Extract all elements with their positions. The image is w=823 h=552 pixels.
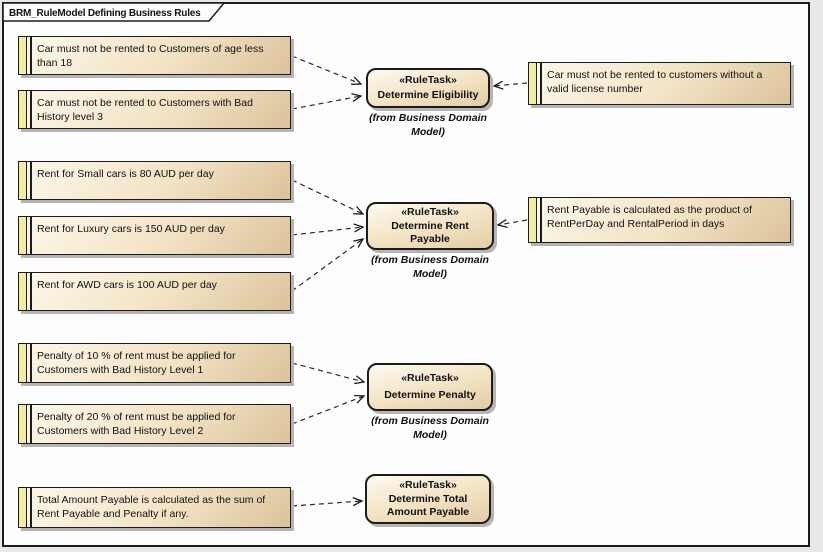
rule-text: Car must not be rented to Customers with…: [37, 97, 253, 123]
stereotype-label: «RuleTask»: [401, 371, 459, 384]
rule-divider-line: [30, 91, 32, 128]
from-package-label: (from Business Domain Model): [369, 112, 487, 138]
rule-text: Penalty of 20 % of rent must be applied …: [37, 411, 236, 437]
rule-note-total-amount[interactable]: Total Amount Payable is calculated as th…: [18, 487, 291, 528]
rule-divider-line: [30, 37, 32, 74]
rule-strip-icon: [19, 273, 27, 310]
rule-note-small-car-rent[interactable]: Rent for Small cars is 80 AUD per day: [18, 161, 291, 200]
rule-strip-icon: [19, 162, 27, 199]
rule-text: Rent for AWD cars is 100 AUD per day: [37, 279, 217, 291]
rule-text: Car must not be rented to customers with…: [547, 69, 763, 95]
rule-divider-line: [30, 162, 32, 199]
rule-note-rent-payable-calc[interactable]: Rent Payable is calculated as the produc…: [528, 197, 791, 243]
rule-note-penalty-20[interactable]: Penalty of 20 % of rent must be applied …: [18, 404, 291, 444]
ruletask-determine-penalty[interactable]: «RuleTask» Determine Penalty: [367, 363, 493, 411]
rule-note-age[interactable]: Car must not be rented to Customers of a…: [18, 36, 291, 75]
task-name: Determine Eligibility: [377, 89, 479, 101]
ruletask-determine-eligibility[interactable]: «RuleTask» Determine Eligibility: [366, 68, 490, 108]
rule-strip-icon: [19, 37, 27, 74]
rule-text: Rent for Small cars is 80 AUD per day: [37, 168, 214, 180]
rule-text: Penalty of 10 % of rent must be applied …: [37, 350, 236, 376]
rule-note-penalty-10[interactable]: Penalty of 10 % of rent must be applied …: [18, 343, 291, 383]
stereotype-label: «RuleTask»: [399, 74, 457, 86]
rule-note-luxury-car-rent[interactable]: Rent for Luxury cars is 150 AUD per day: [18, 216, 291, 255]
rule-strip-icon: [19, 217, 27, 254]
rule-text: Total Amount Payable is calculated as th…: [37, 494, 266, 520]
rule-divider-line: [30, 273, 32, 310]
rule-divider-line: [30, 344, 32, 382]
rule-divider-line: [30, 217, 32, 254]
rule-strip-icon: [529, 198, 537, 242]
task-name: Determine Rent Payable: [391, 219, 469, 245]
rule-text: Rent for Luxury cars is 150 AUD per day: [37, 223, 225, 235]
rule-text: Rent Payable is calculated as the produc…: [547, 204, 752, 230]
rule-divider-line: [540, 198, 542, 242]
rule-strip-icon: [19, 344, 27, 382]
rule-note-bad-history-3[interactable]: Car must not be rented to Customers with…: [18, 90, 291, 129]
task-name: Determine Penalty: [384, 389, 476, 402]
from-package-label: (from Business Domain Model): [371, 254, 489, 280]
rule-note-license[interactable]: Car must not be rented to customers with…: [528, 62, 791, 105]
rule-strip-icon: [19, 488, 27, 527]
ruletask-determine-rent-payable[interactable]: «RuleTask» Determine Rent Payable: [366, 202, 494, 250]
stereotype-label: «RuleTask»: [401, 206, 459, 219]
rule-divider-line: [540, 63, 542, 104]
rule-strip-icon: [19, 91, 27, 128]
stereotype-label: «RuleTask»: [399, 479, 457, 491]
rule-strip-icon: [19, 405, 27, 443]
rule-divider-line: [30, 488, 32, 527]
rule-strip-icon: [529, 63, 537, 104]
ruletask-determine-total-amount-payable[interactable]: «RuleTask» Determine Total Amount Payabl…: [365, 474, 491, 524]
from-package-label: (from Business Domain Model): [371, 415, 489, 441]
rule-divider-line: [30, 405, 32, 443]
rule-text: Car must not be rented to Customers of a…: [37, 43, 264, 69]
task-name: Determine Total Amount Payable: [386, 493, 470, 518]
rule-note-awd-car-rent[interactable]: Rent for AWD cars is 100 AUD per day: [18, 272, 291, 311]
